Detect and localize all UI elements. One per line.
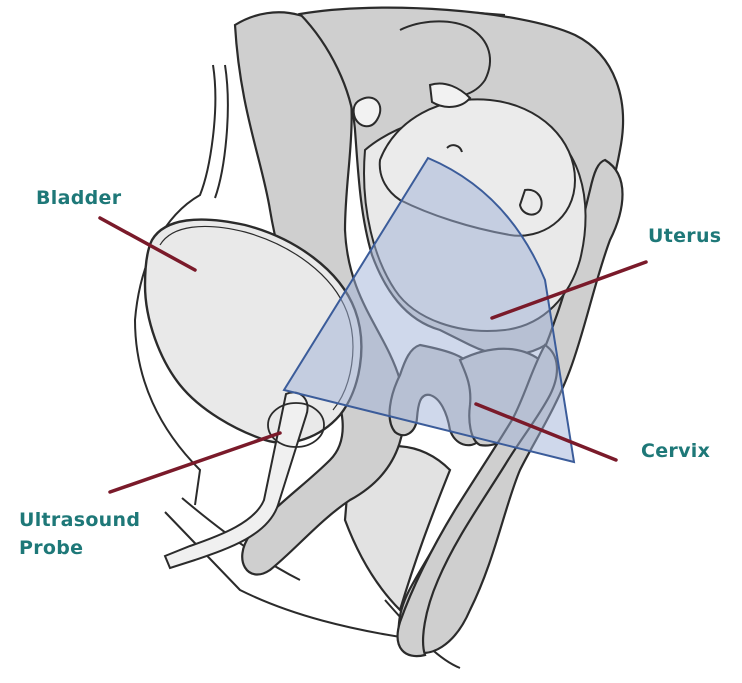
ultrasound-probe-label-line2: Probe — [19, 537, 84, 559]
bladder-label: Bladder — [36, 187, 122, 209]
cervix-leader-line — [474, 402, 618, 462]
probe-leader-line — [108, 431, 282, 494]
ultrasound-probe-label: Ultrasound Probe — [19, 506, 140, 562]
cervix-label: Cervix — [641, 440, 711, 462]
uterus-leader-line — [490, 260, 648, 320]
uterus-label: Uterus — [648, 225, 722, 247]
ultrasound-beam — [282, 156, 576, 464]
bladder-leader-line — [98, 216, 197, 272]
leader-lines — [98, 216, 648, 494]
ultrasound-probe-label-line1: Ultrasound — [19, 509, 141, 531]
ultrasound-probe — [163, 391, 325, 570]
